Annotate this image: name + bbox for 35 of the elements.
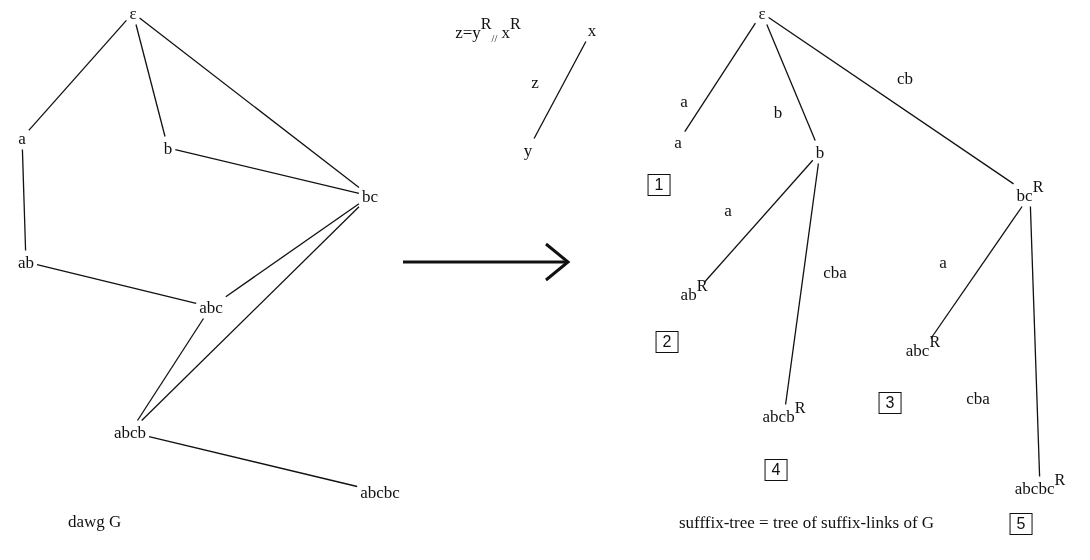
- numbered-box: 2: [655, 331, 679, 353]
- tree-edge: [225, 203, 360, 298]
- tree-edge: [141, 206, 360, 422]
- tree-edge: [28, 19, 128, 132]
- tree-edge: [767, 16, 1015, 185]
- vertex-label: b: [814, 142, 826, 162]
- vertex-label: ε: [757, 3, 767, 23]
- numbered-box: 5: [1009, 513, 1033, 535]
- vertex-label: y: [522, 140, 534, 160]
- tree-edge: [1029, 205, 1041, 478]
- tree-edge: [138, 17, 360, 189]
- tree-edge: [703, 159, 814, 284]
- tree-edge: [36, 264, 197, 305]
- numbered-box: 4: [764, 459, 788, 481]
- tree-edge: [533, 40, 587, 140]
- vertex-label: abcb: [112, 422, 148, 442]
- numbered-box: 1: [647, 174, 671, 196]
- tree-edge: [784, 162, 820, 406]
- tree-edge: [148, 435, 358, 488]
- tree-edge: [135, 23, 166, 138]
- numbered-box: 3: [878, 392, 902, 414]
- vertex-label: a: [673, 132, 683, 152]
- vertex-label: a: [17, 128, 27, 148]
- tree-edge: [766, 23, 816, 142]
- vertex-label: ε: [128, 3, 138, 23]
- vertex-label: bc: [361, 186, 379, 206]
- tree-edge: [174, 149, 360, 195]
- tree-edge: [684, 22, 757, 133]
- tree-edge: [21, 148, 27, 252]
- vertex-label: ab: [17, 252, 35, 272]
- tree-edge: [136, 317, 205, 422]
- vertex-label: abcbc: [359, 482, 401, 502]
- vertex-label: b: [162, 138, 174, 158]
- vertex-label: x: [586, 20, 598, 40]
- vertex-label: abc: [198, 297, 224, 317]
